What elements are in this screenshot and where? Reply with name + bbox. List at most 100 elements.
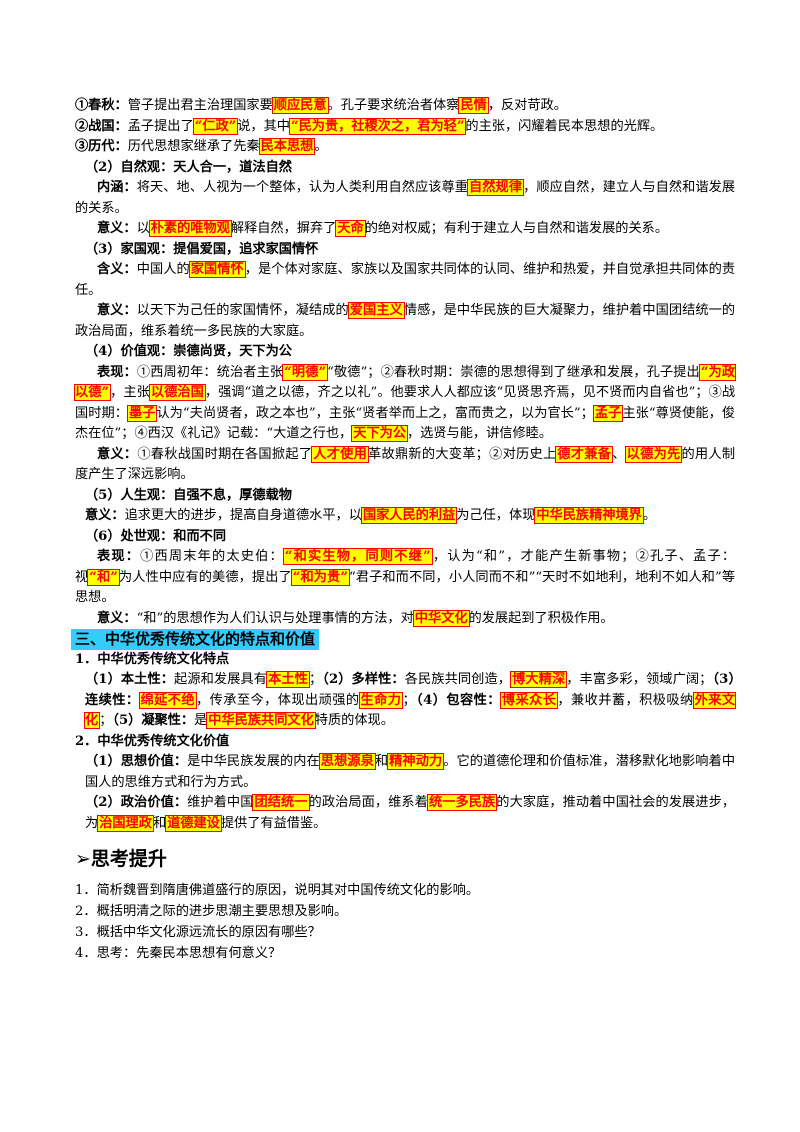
- para-lidai: ③历代：历代思想家继承了先秦民本思想。: [75, 137, 735, 158]
- text: 、: [612, 446, 626, 462]
- highlight: “和实生物，同则不继”: [282, 548, 433, 565]
- para-hanyi: 含义：中国人的家国情怀，是个体对家庭、家族以及国家共同体的认同、维护和热爱，并自…: [75, 260, 735, 301]
- para-tedian: （1）本土性：起源和发展具有本土性；（2）多样性：各民族共同创造，博大精深，丰富…: [75, 670, 737, 732]
- heading-chushiguan: （6）处世观：和而不同: [85, 528, 227, 544]
- para-yiyi-rensheng: 意义：追求更大的进步，提高自身道德水平，以国家人民的利益为己任，体现中华民族精神…: [75, 506, 735, 527]
- label-chunqiu: ①春秋：: [75, 98, 128, 113]
- highlight: “仁政”: [192, 117, 239, 135]
- text: 的发展起到了积极作用。: [468, 610, 614, 626]
- highlight: 思想源泉: [318, 753, 376, 770]
- label: （2）政治价值：: [85, 795, 188, 810]
- text: 的大家庭，推动着中国社会的发展进步，为: [85, 795, 736, 831]
- highlight: 生命力: [358, 691, 404, 709]
- highlight: 博采众长: [499, 691, 559, 709]
- text: 。它的道德伦理和价值标准，潜移默化地影响着中国人的思维方式和行为方式。: [85, 754, 736, 790]
- text: 主张“尊贤使能，俊杰在位”；④西汉《礼记》记载：“大道之行也，: [75, 405, 736, 442]
- heading-ziranguan: （2）自然观：天人合一，道法自然: [85, 159, 292, 175]
- highlight: 道德建设: [165, 814, 222, 832]
- text: “和”的思想作为人们认识与处理事情的方法，对: [136, 610, 414, 626]
- label: 意义：: [97, 610, 137, 626]
- label: 内涵：: [97, 180, 137, 195]
- section-three-heading: 三、中华优秀传统文化的特点和价值: [71, 629, 320, 650]
- highlight: “明德”: [282, 363, 329, 381]
- label: 表现：: [97, 549, 141, 564]
- question-2: 2．概括明清之际的进步思潮主要思想及影响。: [75, 904, 348, 919]
- text: 。孔子要求统治者体察: [327, 98, 460, 113]
- text: 革故鼎新的大变革；②对历史上: [368, 446, 557, 462]
- heading-jiazhiguan: （4）价值观：崇德尚贤，天下为公: [85, 344, 292, 359]
- para-yiyi-chushi: 意义：“和”的思想作为人们认识与处理事情的方法，对中华文化的发展起到了积极作用。: [75, 609, 735, 630]
- think-section-title: ➢思考提升: [75, 848, 167, 870]
- text: 。: [314, 139, 328, 154]
- text: ；: [99, 713, 113, 728]
- label: 含义：: [97, 262, 137, 277]
- text: “敬德”；②春秋时期：崇德的思想得到了继承和发展，孔子提出: [327, 364, 700, 380]
- label: 意义：: [85, 508, 125, 523]
- para-zhengzhi-jiazhi: （2）政治价值：维护着中国团结统一的政治局面，维系着统一多民族的大家庭，推动着中…: [75, 793, 735, 834]
- para-yiyi-jiaguo: 意义：以天下为己任的家国情怀，凝结成的爱国主义情感，是中华民族的巨大凝聚力，维护…: [75, 301, 735, 342]
- text: 说，其中: [237, 118, 290, 134]
- para-sixiang-jiazhi: （1）思想价值：是中华民族发展的内在思想源泉和精神动力。它的道德伦理和价值标准，…: [75, 752, 735, 793]
- highlight: 绵延不绝: [138, 691, 198, 709]
- label: （1）思想价值：: [85, 754, 188, 769]
- text: ，传承至今，体现出顽强的: [196, 692, 360, 708]
- highlight: 民本思想: [258, 138, 316, 155]
- text: ，反对苛政。: [487, 98, 567, 113]
- para-neihan: 内涵：将天、地、人视为一个整体，认为人类利用自然应该尊重自然规律，顺应自然，建立…: [75, 178, 735, 219]
- highlight: 天下为公: [351, 425, 408, 442]
- text: 和: [374, 754, 389, 769]
- text: 的用人制度产生了深远影响。: [75, 446, 736, 483]
- text: 以天下为己任的家国情怀，凝结成的: [136, 303, 349, 318]
- highlight: 德才兼备: [555, 445, 614, 463]
- text: “君子和而不同，小人同而不和”“天时不如地利，地利不如人和”等思想。: [75, 569, 736, 606]
- highlight: 博大精深: [510, 671, 568, 688]
- document-page: ①春秋：管子提出君主治理国家要顺应民意。孔子要求统治者体察民情，反对苛政。 ②战…: [71, 96, 737, 964]
- highlight: 团结统一: [252, 794, 310, 811]
- text: 的绝对权威；有利于建立人与自然和谐发展的关系。: [364, 221, 669, 236]
- label: （5）凝聚性：: [112, 713, 195, 728]
- para-chunqiu: ①春秋：管子提出君主治理国家要顺应民意。孔子要求统治者体察民情，反对苛政。: [75, 96, 735, 117]
- text: 维护着中国: [187, 795, 254, 810]
- heading-renshengguan: （5）人生观：自强不息，厚德载物: [85, 487, 292, 503]
- label-lidai: ③历代：: [75, 139, 128, 154]
- text: 和: [152, 815, 167, 831]
- highlight: 中华文化: [412, 609, 470, 627]
- text: ，认为“和”，才能产生新事物；②孔子、孟子：视: [75, 549, 736, 585]
- para-yiyi-jiazhi: 意义：①春秋战国时期在各国掀起了人才使用革故鼎新的大变革；②对历史上德才兼备、以…: [75, 445, 735, 486]
- highlight: 精神动力: [387, 753, 445, 770]
- question-3: 3．概括中华文化源远流长的原因有哪些？: [75, 925, 321, 940]
- highlight: 本土性: [266, 671, 310, 688]
- highlight: 孟子: [592, 404, 624, 422]
- text: ；: [402, 692, 416, 708]
- text: 是中华民族发展的内在: [187, 754, 320, 769]
- subheading-tedian: 1．中华优秀传统文化特点: [75, 651, 230, 667]
- highlight: 家国情怀: [188, 261, 246, 278]
- text: ，是个体对家庭、家族以及国家共同体的认同、维护和热爱，并自觉承担共同体的责任。: [75, 262, 736, 298]
- section-three-title: 三、中华优秀传统文化的特点和价值: [71, 629, 735, 650]
- text: ，丰富多彩，领域广阔；: [566, 672, 713, 687]
- label: （3）连续性：: [85, 672, 736, 708]
- highlight: 爱国主义: [347, 302, 405, 319]
- label-zhanguo: ②战国：: [75, 118, 128, 134]
- text: 。: [642, 508, 657, 523]
- text: 的主张，闪耀着民本思想的光辉。: [465, 118, 664, 134]
- highlight: 顺应民意: [271, 97, 329, 114]
- text: 追求更大的进步，提高自身道德水平，以: [124, 508, 362, 523]
- text: 是: [194, 713, 208, 728]
- text: ①春秋战国时期在各国掀起了: [137, 446, 313, 462]
- question-1: 1．简析魏晋到隋唐佛道盛行的原因，说明其对中国传统文化的影响。: [75, 883, 480, 898]
- label: 意义：: [97, 446, 138, 462]
- text: ，选贤与能，讲信修睦。: [406, 426, 553, 441]
- highlight: 中华民族共同文化: [206, 712, 316, 729]
- text: ①西周初年：统治者主张: [136, 364, 284, 380]
- highlight: 天命: [335, 220, 366, 237]
- label: （1）本土性：: [85, 672, 175, 687]
- highlight: 墨子: [126, 404, 158, 422]
- highlight: 以德治国: [148, 384, 206, 401]
- text: 以: [136, 221, 150, 236]
- highlight: “民为贵，社稷次之，君为轻”: [288, 117, 467, 135]
- text: 情感，是中华民族的巨大凝聚力，维护着中国团结统一的政治局面，维系着统一多民族的大…: [75, 303, 736, 339]
- text: 历代思想家继承了先秦: [127, 139, 260, 154]
- para-yiyi-ziran: 意义：以朴素的唯物观解释自然，摒弃了天命的绝对权威；有利于建立人与自然和谐发展的…: [75, 219, 735, 240]
- text: 管子提出君主治理国家要: [127, 98, 273, 113]
